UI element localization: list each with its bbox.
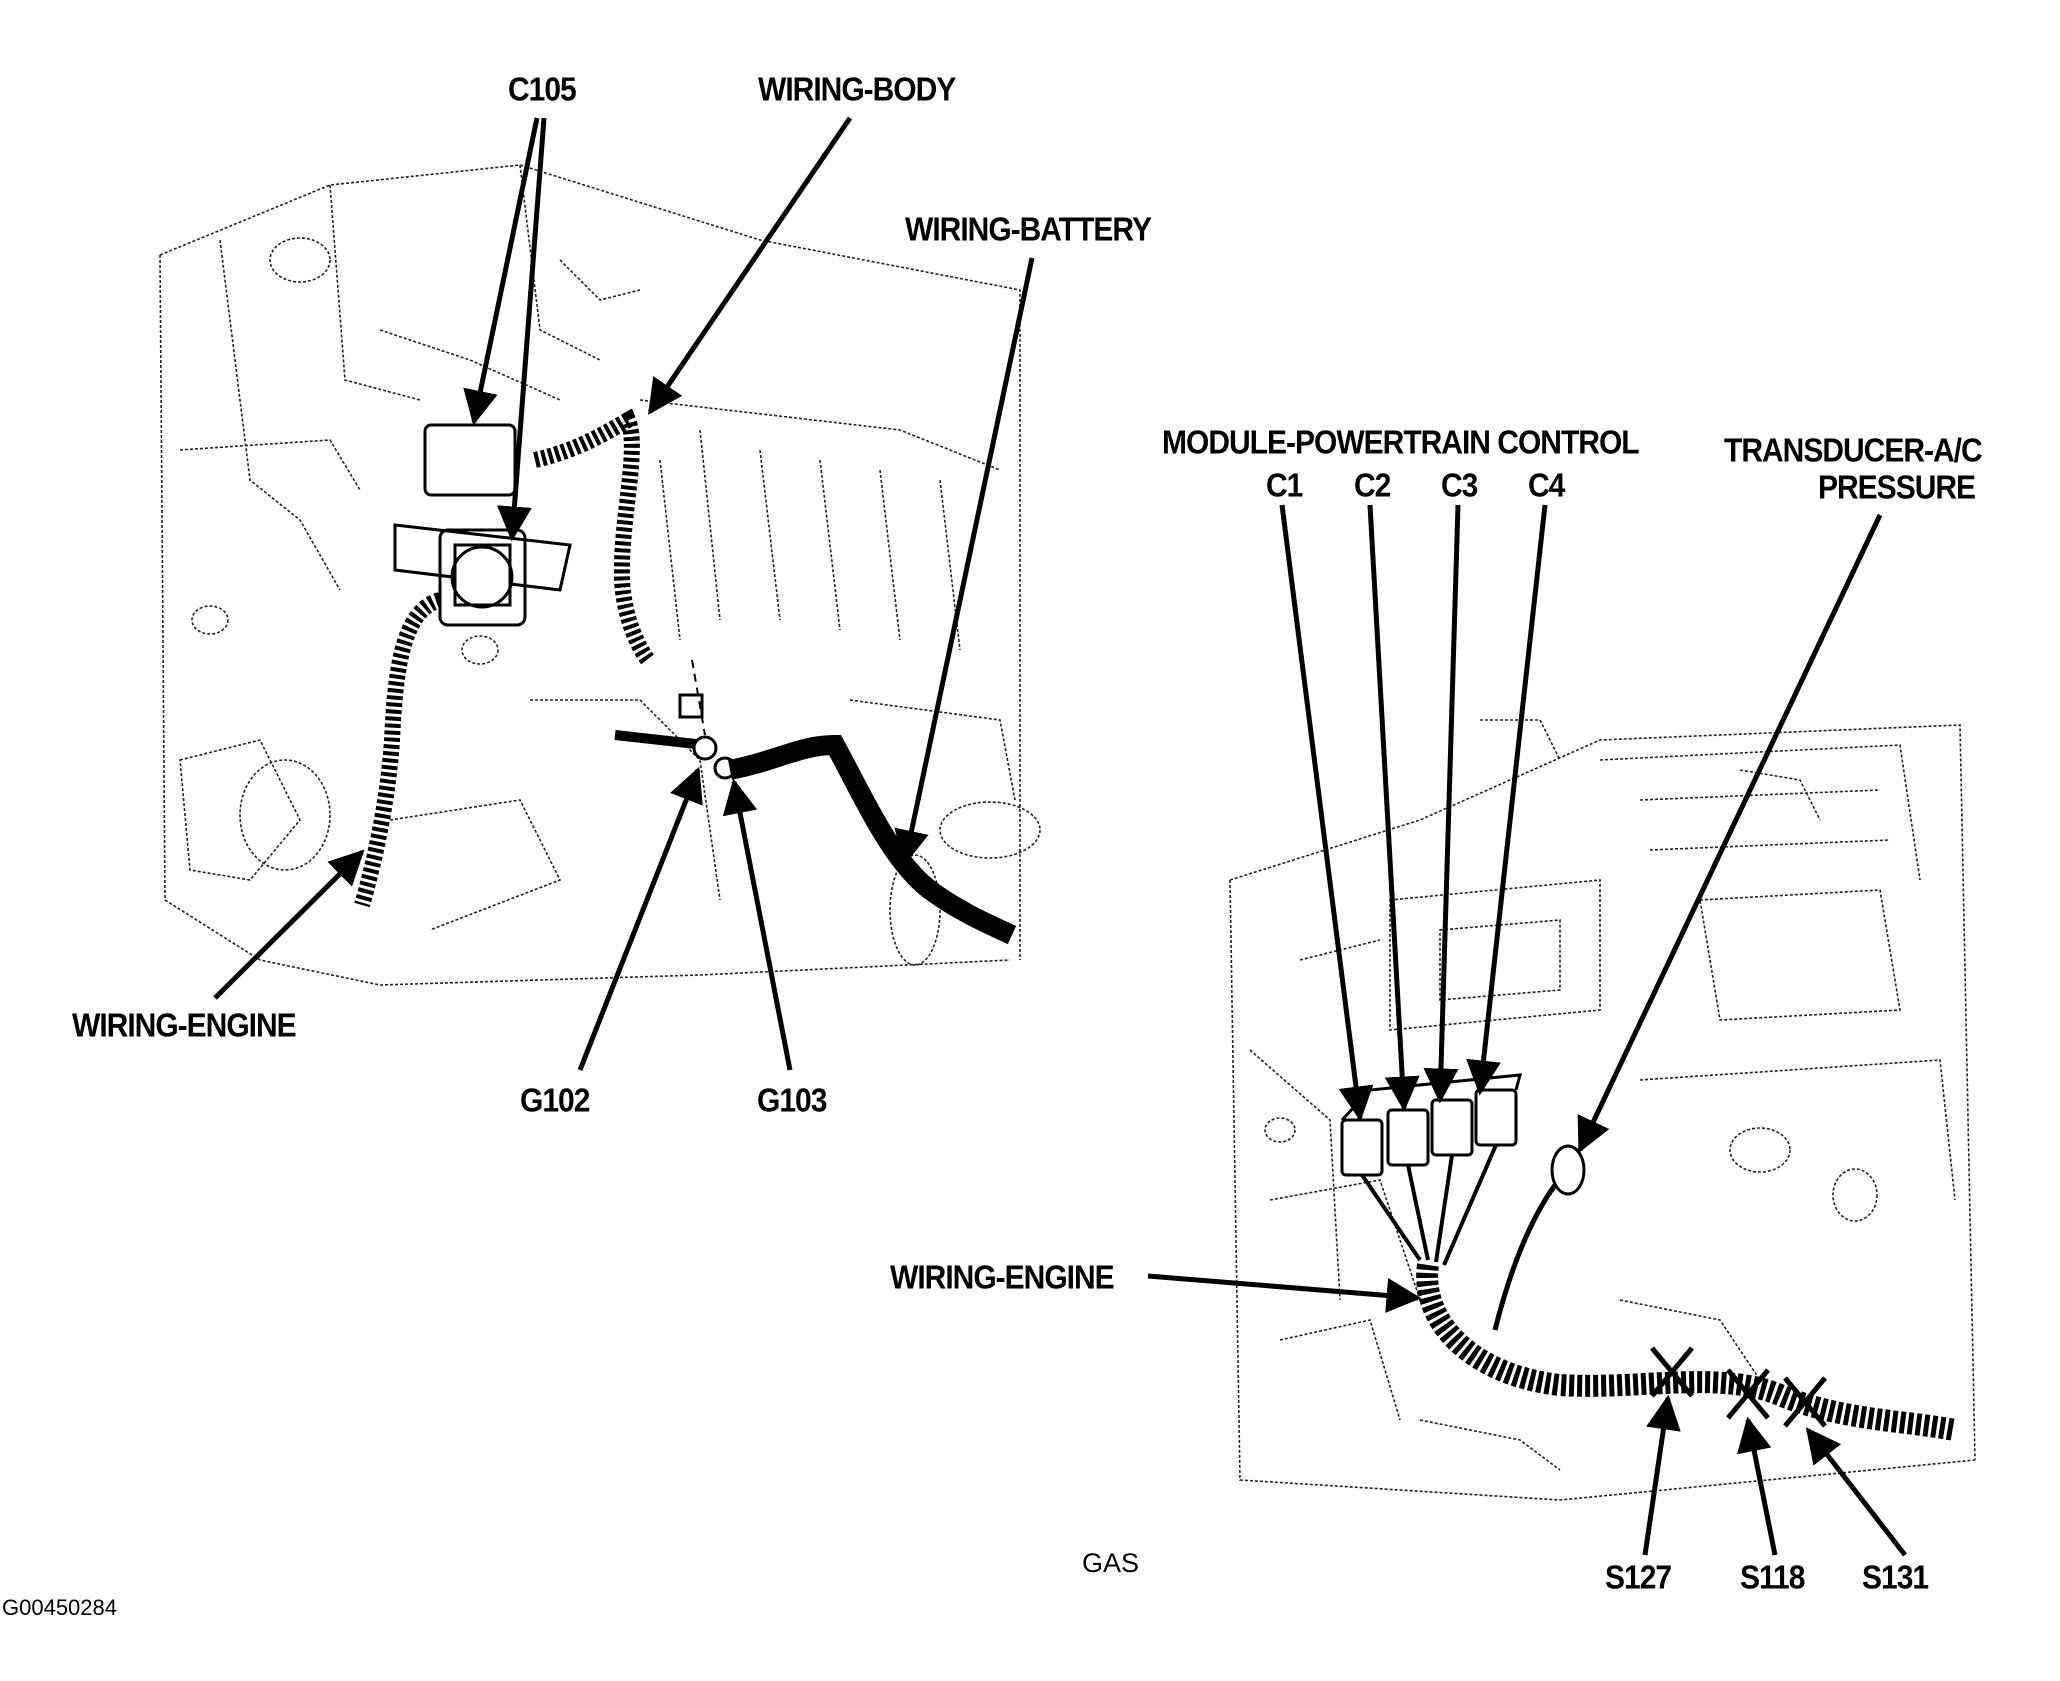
label-wiring-engine-right: WIRING-ENGINE xyxy=(890,1260,1115,1297)
arrow-c105-a xyxy=(463,117,540,426)
label-wiring-battery: WIRING-BATTERY xyxy=(905,212,1152,249)
arrow-c2 xyxy=(1367,504,1420,1112)
pcm-connectors xyxy=(1340,1073,1523,1177)
label-s118: S118 xyxy=(1740,1560,1805,1597)
label-gas: GAS xyxy=(1082,1548,1140,1578)
right-harness-group xyxy=(1340,1073,1957,1441)
label-g102: G102 xyxy=(520,1083,590,1120)
battery-cable xyxy=(728,734,1017,945)
label-s127: S127 xyxy=(1605,1560,1672,1597)
left-leader-arrows xyxy=(213,116,1035,1071)
label-c2: C2 xyxy=(1354,468,1391,505)
label-g103: G103 xyxy=(757,1083,827,1120)
arrow-g103 xyxy=(722,778,793,1071)
arrow-s131 xyxy=(1805,1427,1907,1557)
ground-posts xyxy=(614,659,737,780)
engine-harness-left xyxy=(354,592,443,908)
arrow-c3 xyxy=(1423,504,1461,1104)
arrow-c1 xyxy=(1279,504,1374,1122)
label-transducer-ac: TRANSDUCER-A/C xyxy=(1724,433,1983,470)
label-module-powertrain-control: MODULE-POWERTRAIN CONTROL xyxy=(1162,425,1640,462)
arrow-wiring-engine-right xyxy=(1147,1273,1422,1313)
right-engine-bay-sketch xyxy=(1229,719,1976,1501)
label-c1: C1 xyxy=(1266,468,1303,505)
splice-marks xyxy=(1650,1346,1827,1428)
label-c105: C105 xyxy=(508,72,577,109)
label-c4: C4 xyxy=(1528,468,1565,505)
left-engine-bay-sketch xyxy=(159,164,1041,986)
arrow-g102 xyxy=(577,766,703,1071)
label-wiring-body: WIRING-BODY xyxy=(758,72,956,109)
arrow-s127 xyxy=(1642,1394,1681,1556)
arrow-transducer xyxy=(1577,513,1883,1154)
arrow-s118 xyxy=(1737,1416,1778,1556)
label-s131: S131 xyxy=(1862,1560,1929,1597)
figure-id: G00450284 xyxy=(2,1595,117,1620)
arrow-wiring-body xyxy=(647,116,853,415)
label-c3: C3 xyxy=(1441,468,1478,505)
arrow-wiring-battery xyxy=(894,257,1035,866)
label-pressure: PRESSURE xyxy=(1818,470,1976,507)
body-harness xyxy=(533,408,655,665)
arrow-wiring-engine-left xyxy=(213,849,365,1000)
ac-transducer xyxy=(1492,1144,1586,1331)
left-harness-group xyxy=(354,408,1017,945)
right-leader-arrows xyxy=(1147,504,1907,1557)
arrow-c105-b xyxy=(496,117,547,542)
engine-harness-right xyxy=(1416,1263,1957,1441)
label-wiring-engine-left: WIRING-ENGINE xyxy=(72,1008,297,1045)
arrow-c4 xyxy=(1466,504,1548,1096)
